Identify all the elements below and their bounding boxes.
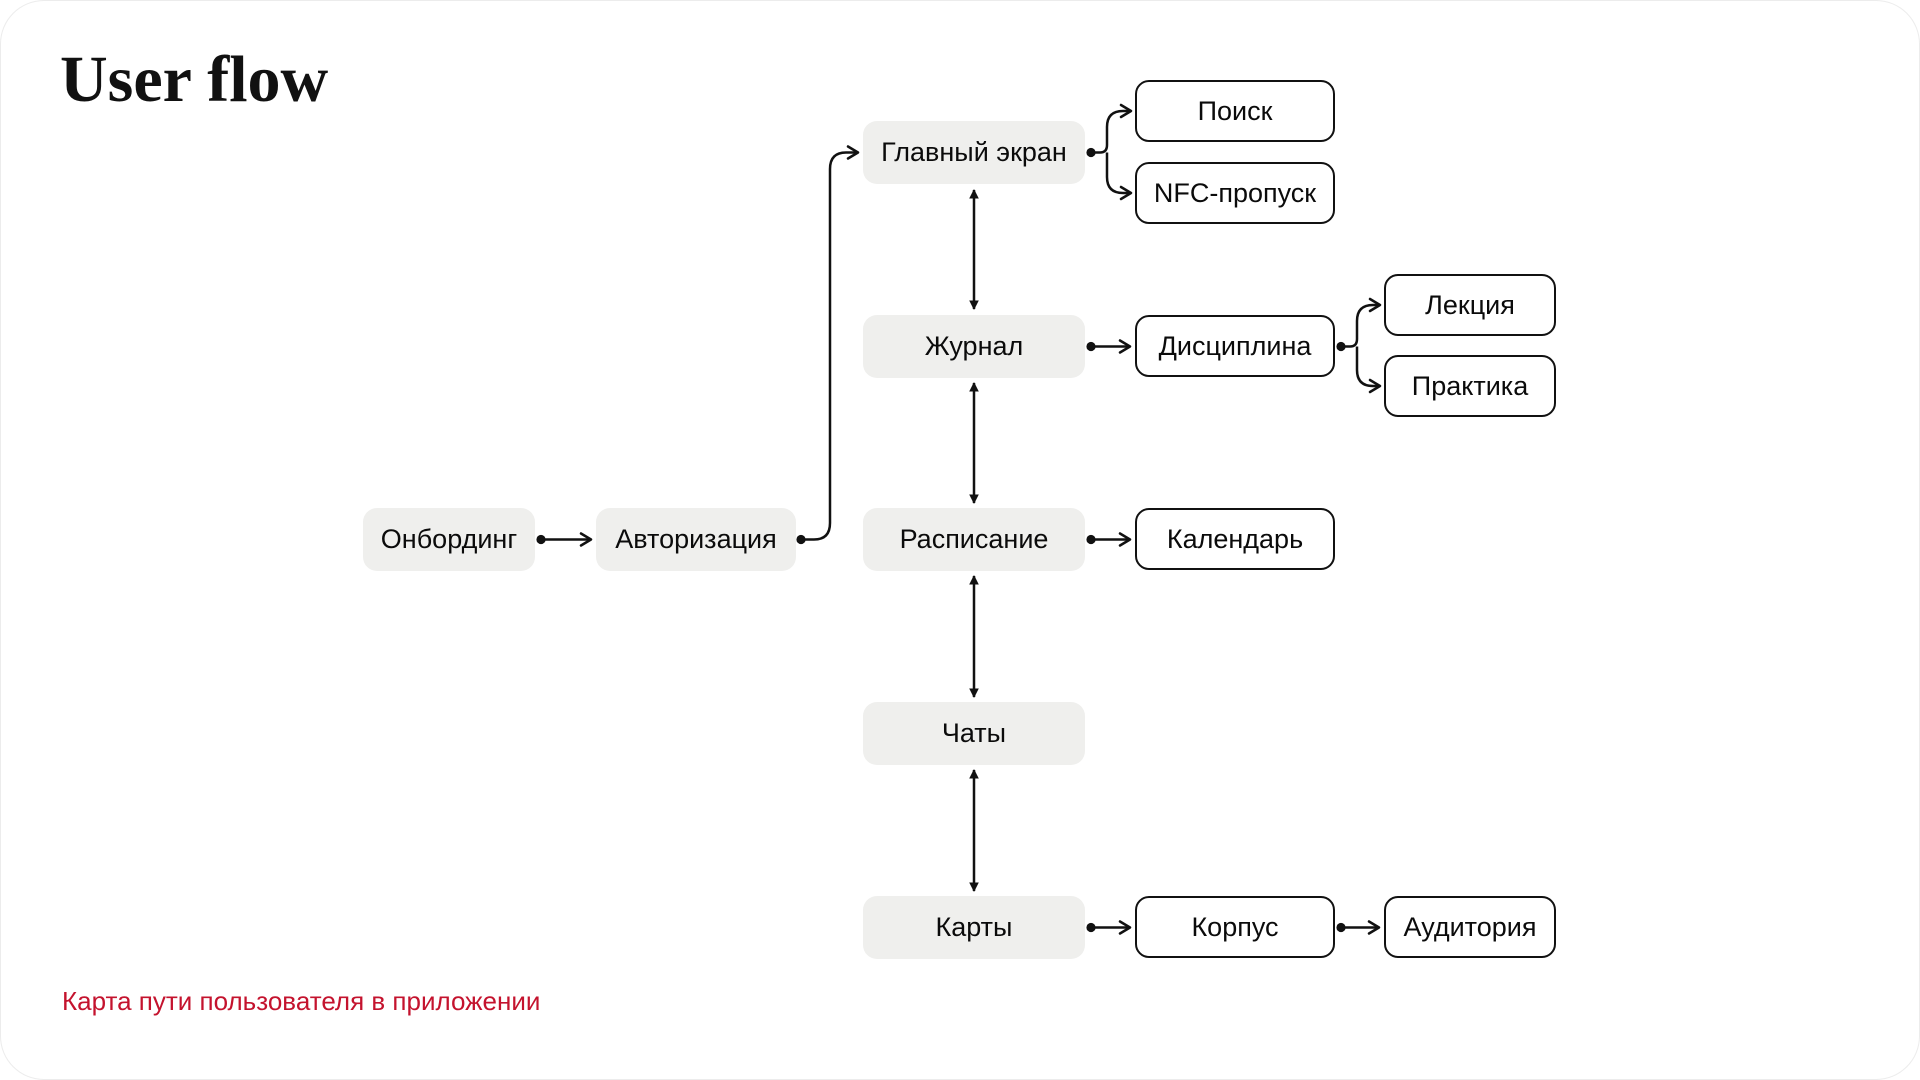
node-search-label: Поиск [1197, 95, 1273, 126]
node-lecture: Лекция [1384, 274, 1556, 336]
node-auditorium-label: Аудитория [1403, 911, 1537, 942]
node-chats: Чаты [863, 702, 1085, 765]
node-search: Поиск [1135, 80, 1335, 142]
edge-home-search [1086, 103, 1133, 158]
page-title: User flow [60, 43, 329, 116]
node-calendar-label: Календарь [1166, 523, 1304, 554]
node-lecture-label: Лекция [1425, 289, 1515, 320]
edge-discipline-lecture [1336, 297, 1382, 352]
node-schedule: Расписание [863, 508, 1085, 571]
node-practice-label: Практика [1411, 370, 1529, 401]
node-maps-label: Карты [935, 912, 1013, 942]
diagram-caption: Карта пути пользователя в приложении [62, 986, 541, 1016]
node-onboarding: Онбординг [363, 508, 535, 571]
edge-discipline-practice [1355, 346, 1382, 394]
node-practice: Практика [1384, 355, 1556, 417]
edge-home-nfc [1105, 152, 1133, 201]
node-maps: Карты [863, 896, 1085, 959]
node-journal-label: Журнал [924, 331, 1024, 361]
node-auth-label: Авторизация [615, 524, 777, 554]
node-schedule-label: Расписание [899, 524, 1049, 554]
node-onboarding-label: Онбординг [380, 524, 518, 554]
node-auditorium: Аудитория [1384, 896, 1556, 958]
node-building-label: Корпус [1191, 911, 1279, 942]
node-calendar: Календарь [1135, 508, 1335, 570]
node-home-screen: Главный экран [863, 121, 1085, 184]
node-home-screen-label: Главный экран [881, 137, 1067, 167]
node-journal: Журнал [863, 315, 1085, 378]
edge-auth-home [796, 145, 860, 545]
node-nfc-pass-label: NFC-пропуск [1153, 177, 1317, 208]
node-auth: Авторизация [596, 508, 796, 571]
node-chats-label: Чаты [941, 718, 1007, 748]
node-discipline: Дисциплина [1135, 315, 1335, 377]
node-building: Корпус [1135, 896, 1335, 958]
node-discipline-label: Дисциплина [1158, 330, 1312, 361]
node-nfc-pass: NFC-пропуск [1135, 162, 1335, 224]
